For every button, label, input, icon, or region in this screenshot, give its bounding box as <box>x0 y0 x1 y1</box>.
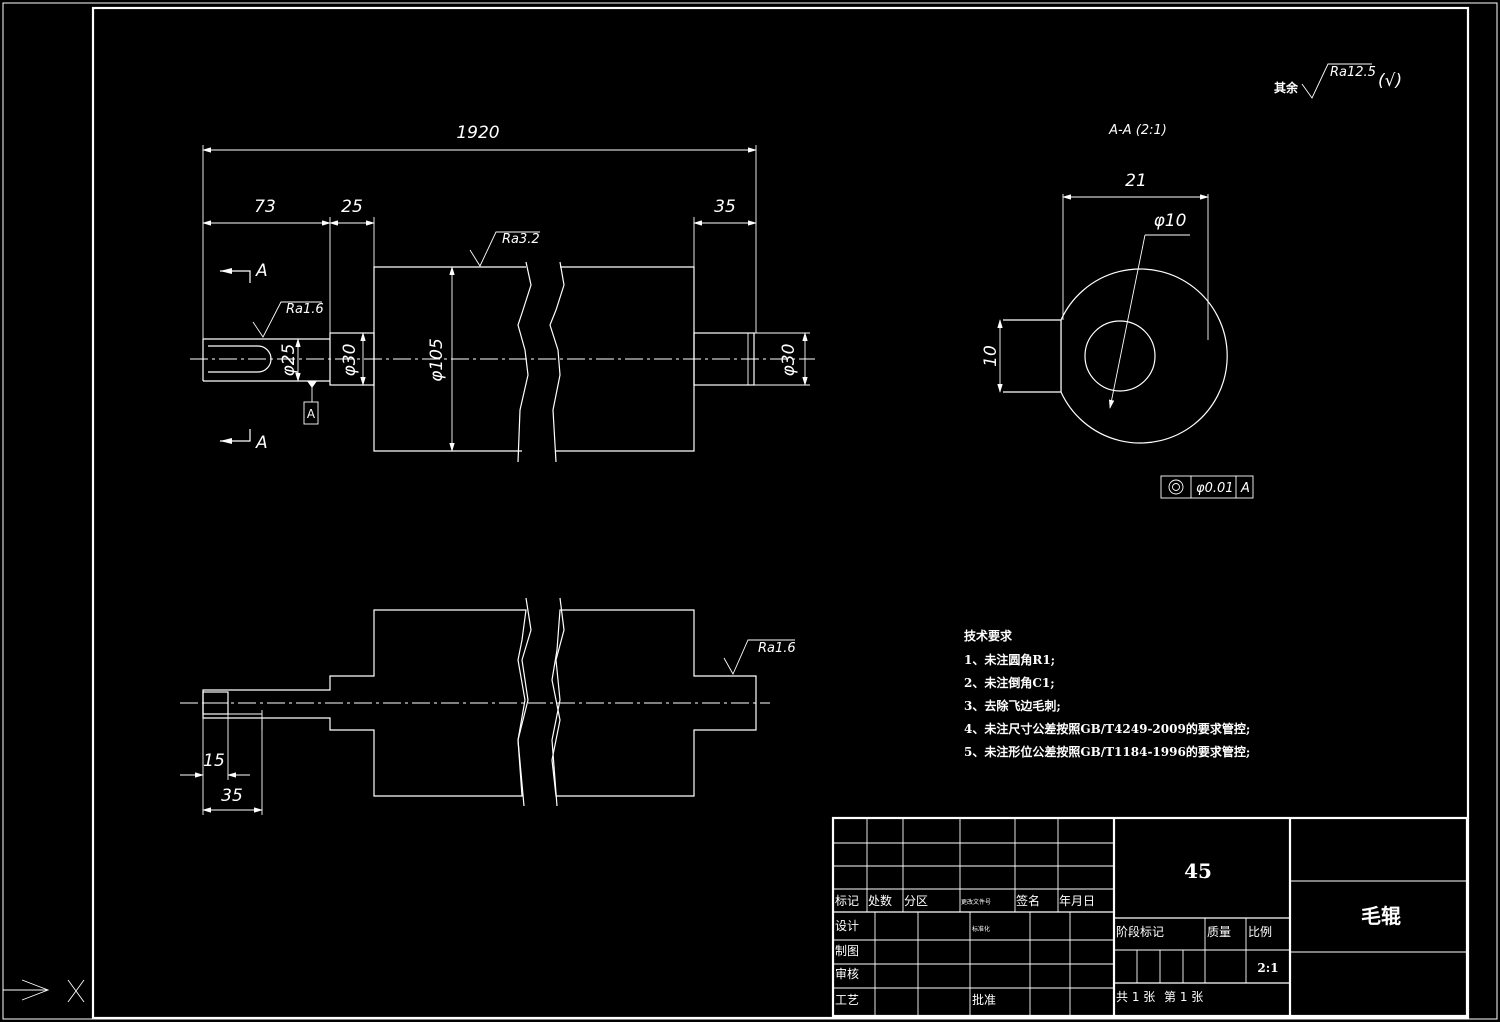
header-date: 年月日 <box>1059 894 1095 908</box>
dim-left-25: 25 <box>341 197 363 217</box>
dim-sec-dia-10: φ10 <box>1154 211 1187 231</box>
tech-item-1: 1、未注圆角R1; <box>964 652 1055 667</box>
drawing-border <box>91 6 1470 1020</box>
sectioned-view: 15 35 Ra1.6 <box>180 597 796 815</box>
approve-label: 批准 <box>972 992 996 1007</box>
material: 45 <box>1184 859 1212 883</box>
dim-left-73: 73 <box>254 197 276 217</box>
header-signature: 签名 <box>1016 893 1040 908</box>
general-roughness-note: 其余 Ra12.5 (√) <box>1274 63 1402 99</box>
part-name: 毛辊 <box>1361 904 1401 928</box>
section-mark-bottom: A <box>255 433 268 453</box>
tech-title: 技术要求 <box>964 628 1013 643</box>
weight-label: 质量 <box>1207 925 1231 939</box>
dim-right-35: 35 <box>714 197 736 217</box>
dim-dia-30-right: φ30 <box>779 344 799 377</box>
section-aa-view: A-A (2:1) 21 φ10 10 φ0.01 A <box>981 123 1254 499</box>
dim-sec-21: 21 <box>1125 171 1147 191</box>
roughness-ra16-top: Ra1.6 <box>286 302 324 317</box>
section-title: A-A (2:1) <box>1108 123 1167 138</box>
roughness-note-ra: Ra12.5 <box>1330 65 1376 80</box>
front-dimensions: 1920 73 25 35 φ25 φ30 φ105 φ30 Ra3.2 Ra1… <box>202 123 810 452</box>
dim-total-length: 1920 <box>456 123 499 143</box>
tech-item-4: 4、未注尺寸公差按照GB/T4249-2009的要求管控; <box>964 721 1250 736</box>
roughness-note-prefix: 其余 <box>1274 80 1299 95</box>
roughness-note-suffix: (√) <box>1378 71 1402 91</box>
ucs-icon <box>3 979 85 1003</box>
header-zone: 分区 <box>904 894 928 908</box>
dim-dia-30-left: φ30 <box>340 344 360 377</box>
dim-hole-15: 15 <box>203 751 225 771</box>
standardization-label: 标准化 <box>972 925 990 933</box>
scale-label: 比例 <box>1248 925 1272 939</box>
row-design: 设计 <box>835 919 859 933</box>
title-block: 标记 处数 分区 更改文件号 签名 年月日 设计 制图 审核 工艺 标准化 批准… <box>831 816 1469 1018</box>
tech-item-3: 3、去除飞边毛刺; <box>964 698 1061 713</box>
dim-dia-105: φ105 <box>427 338 447 382</box>
front-view: A A A <box>190 261 815 463</box>
header-mark: 标记 <box>835 894 859 908</box>
tech-item-2: 2、未注倒角C1; <box>964 675 1055 690</box>
sheets-total: 共 1 张 <box>1116 990 1155 1004</box>
row-drawing: 制图 <box>835 944 859 958</box>
roughness-ra16-bottom: Ra1.6 <box>758 641 796 656</box>
dim-sec-10: 10 <box>981 345 1001 367</box>
row-process: 工艺 <box>835 993 859 1007</box>
datum-label: A <box>307 407 316 421</box>
tech-requirements: 技术要求 1、未注圆角R1; 2、未注倒角C1; 3、去除飞边毛刺; 4、未注尺… <box>964 628 1250 759</box>
dim-hole-35: 35 <box>221 786 243 806</box>
scale-value: 2:1 <box>1257 961 1278 975</box>
concentricity-icon <box>1168 479 1184 495</box>
row-review: 审核 <box>835 966 859 981</box>
sheet-number: 第 1 张 <box>1164 990 1203 1004</box>
header-change-doc: 更改文件号 <box>961 898 991 906</box>
tolerance-value: φ0.01 <box>1196 481 1234 496</box>
dim-dia-25: φ25 <box>279 344 299 377</box>
roughness-ra32: Ra3.2 <box>502 232 540 247</box>
section-mark-top: A <box>255 261 268 281</box>
tolerance-datum: A <box>1240 481 1250 496</box>
tech-item-5: 5、未注形位公差按照GB/T1184-1996的要求管控; <box>964 744 1250 759</box>
stage-mark-label: 阶段标记 <box>1116 924 1164 939</box>
header-count: 处数 <box>868 893 892 908</box>
